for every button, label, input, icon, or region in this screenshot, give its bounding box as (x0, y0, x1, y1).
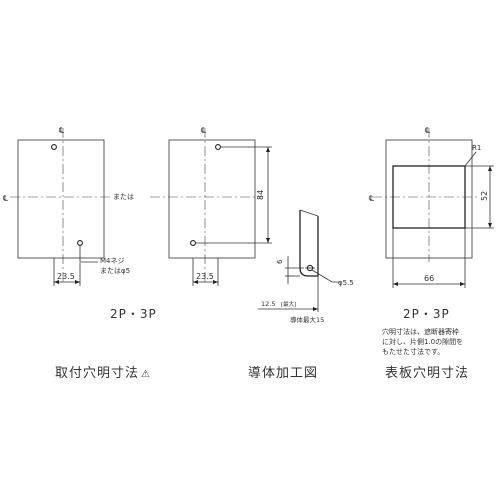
top-mounting-hole-middle (215, 144, 221, 150)
conductor-break (299, 209, 319, 217)
screw-leader (79, 245, 98, 263)
arrowhead (266, 147, 270, 152)
caption-mounting-holes-text: 取付穴明寸法 (55, 366, 140, 381)
warning-icon: ⚠ (141, 369, 151, 380)
conductor-max-thickness: 導体最大15 (290, 315, 324, 324)
radius-leader (464, 151, 477, 167)
top-mounting-hole-left (51, 144, 57, 150)
dim-max-suffix: [最大] (281, 300, 296, 308)
screw-note-line1: M4ネジ (100, 257, 125, 265)
model-label-left: 2P・3P (110, 307, 157, 321)
arrowhead (75, 280, 80, 284)
dim-52: 52 (480, 191, 489, 201)
dim-hole-diameter: φ5.5 (338, 279, 354, 287)
mounting-hole-figure-middle: 84 23.5 ℄ (150, 126, 272, 286)
arrowhead (488, 223, 492, 228)
breaker-outline-middle (168, 139, 256, 259)
bottom-mounting-hole-left (77, 240, 83, 246)
panel-note-line3: もたせた寸法です。 (382, 348, 445, 356)
caption-panel-cutout: 表板穴明寸法 (385, 366, 470, 381)
arrowhead (266, 238, 270, 243)
dim-6: 6 (276, 259, 284, 264)
dim-conductor-length: 12.5 (261, 300, 275, 308)
breaker-outline-left (17, 139, 105, 259)
arrowhead (193, 280, 198, 284)
dim-corner-radius: R1 (472, 144, 481, 152)
panel-note-line2: に対し、片側1.0の隙間を (382, 338, 464, 346)
panel-note-line1: 穴明寸法は、遮断器寄枠 (382, 328, 459, 336)
arrowhead (313, 307, 318, 311)
arrowhead (213, 280, 218, 284)
dim-23-5-middle: 23.5 (196, 272, 214, 281)
conductor-detail: 6 φ5.5 12.5 [最大] 導体最大15 (258, 209, 354, 324)
dim-66: 66 (424, 274, 434, 283)
arrowhead (488, 166, 492, 171)
centerline-symbol-top-left: ℄ (59, 126, 65, 135)
dim-23-5-left: 23.5 (57, 272, 75, 281)
bottom-mounting-hole-middle (190, 240, 196, 246)
centerline-symbol-side-panel: ℄ (369, 194, 375, 203)
panel-cutout-note: 穴明寸法は、遮断器寄枠 に対し、片側1.0の隙間を もたせた寸法です。 (382, 327, 494, 357)
caption-conductor-processing: 導体加工図 (248, 366, 319, 381)
centerline-symbol-side-left: ℄ (3, 194, 9, 203)
centerline-symbol-top-panel: ℄ (425, 126, 431, 135)
mounting-hole-figure-left: 23.5 ℄ ℄ (3, 126, 112, 286)
arrowhead (393, 282, 398, 286)
centerline-symbol-top-middle: ℄ (201, 126, 207, 135)
model-label-right: 2P・3P (403, 307, 450, 321)
arrowhead (54, 280, 59, 284)
dim-84: 84 (256, 190, 265, 200)
or-connector: または (113, 193, 134, 201)
arrowhead (460, 282, 465, 286)
caption-mounting-holes: 取付穴明寸法⚠ (55, 367, 151, 380)
screw-note-line2: またはφ5 (100, 267, 131, 275)
panel-cutout-figure: 52 R1 66 ℄ ℄ (369, 126, 494, 288)
hole-leader (311, 269, 340, 283)
